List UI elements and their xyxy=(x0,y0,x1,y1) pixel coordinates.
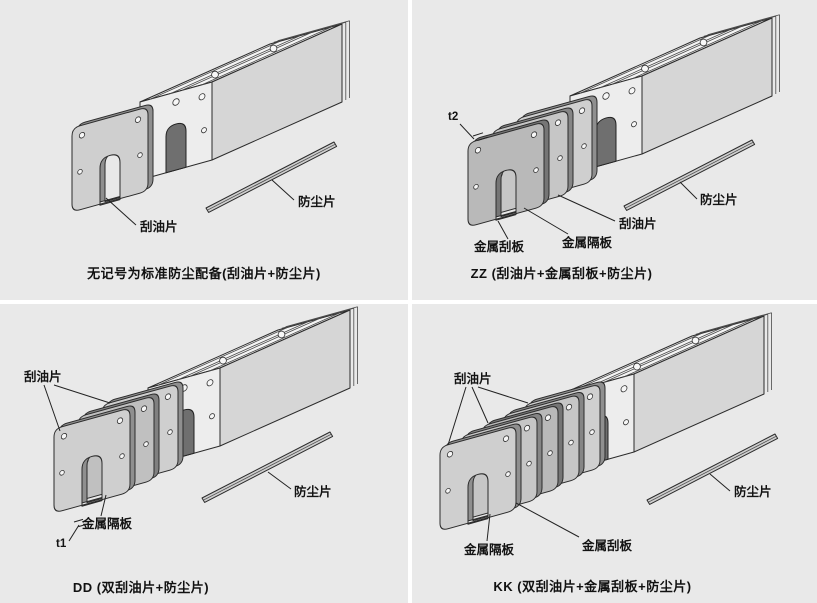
label-spacer: 金属隔板 xyxy=(81,516,133,531)
leader-scraper xyxy=(497,220,509,240)
lm-block xyxy=(569,14,781,175)
label-dust-plate: 防尘片 xyxy=(294,484,332,499)
caption-zz: ZZ (刮油片+金属刮板+防尘片) xyxy=(470,266,653,281)
leader-wiper xyxy=(105,197,137,226)
label-wiper: 刮油片 xyxy=(454,371,492,386)
label-wiper: 刮油片 xyxy=(140,219,178,234)
panel-zz: t2 金属刮板 金属隔板 刮油片 防尘片 ZZ (刮油片+金属刮板+防尘片) xyxy=(412,0,817,300)
illustration-dd: 刮油片 金属隔板 t1 防尘片 xyxy=(24,306,359,550)
caption-standard: 无记号为标准防尘配备(刮油片+防尘片) xyxy=(87,266,321,281)
label-t2: t2 xyxy=(448,111,458,123)
illustration-standard: 刮油片 防尘片 xyxy=(0,20,351,234)
label-spacer: 金属隔板 xyxy=(463,542,515,557)
label-spacer: 金属隔板 xyxy=(561,235,613,250)
label-wiper: 刮油片 xyxy=(24,369,62,384)
panel-kk: 刮油片 金属隔板 金属刮板 防尘片 KK (双刮油片+金属刮板+防尘片) xyxy=(412,304,817,603)
label-t1: t1 xyxy=(56,538,67,550)
label-dust-plate: 防尘片 xyxy=(700,192,738,207)
label-wiper: 刮油片 xyxy=(619,216,657,231)
leader-dust-plate xyxy=(271,179,295,201)
leader-wiper xyxy=(43,384,111,432)
label-dust-plate: 防尘片 xyxy=(298,194,336,209)
leader-dust-plate xyxy=(679,181,698,200)
label-dust-plate: 防尘片 xyxy=(734,484,772,499)
leader-t1 xyxy=(68,524,80,542)
t2-ticks xyxy=(472,132,488,141)
illustration-zz: t2 金属刮板 金属隔板 刮油片 防尘片 xyxy=(448,14,781,254)
leader-spacer xyxy=(486,513,491,542)
panel-standard: 刮油片 防尘片 无记号为标准防尘配备(刮油片+防尘片) xyxy=(0,0,408,300)
leader-spacer xyxy=(523,207,569,235)
leader-dust-plate xyxy=(709,473,731,492)
caption-kk: KK (双刮油片+金属刮板+防尘片) xyxy=(493,579,692,594)
illustration-kk: 刮油片 金属隔板 金属刮板 防尘片 xyxy=(412,312,779,557)
t1-ticks xyxy=(73,518,88,528)
label-scraper: 金属刮板 xyxy=(473,239,525,254)
caption-dd: DD (双刮油片+防尘片) xyxy=(72,580,210,595)
leader-scraper xyxy=(515,502,580,538)
panel-dd: 刮油片 金属隔板 t1 防尘片 DD (双刮油片+防尘片) xyxy=(0,304,408,603)
leader-wiper xyxy=(557,194,616,222)
leader-wiper xyxy=(447,386,529,446)
wiper-seal-plate xyxy=(72,103,153,213)
leader-dust-plate xyxy=(267,471,292,490)
label-scraper: 金属刮板 xyxy=(581,538,633,553)
leader-spacer xyxy=(100,494,107,517)
leader-t2 xyxy=(459,123,475,140)
